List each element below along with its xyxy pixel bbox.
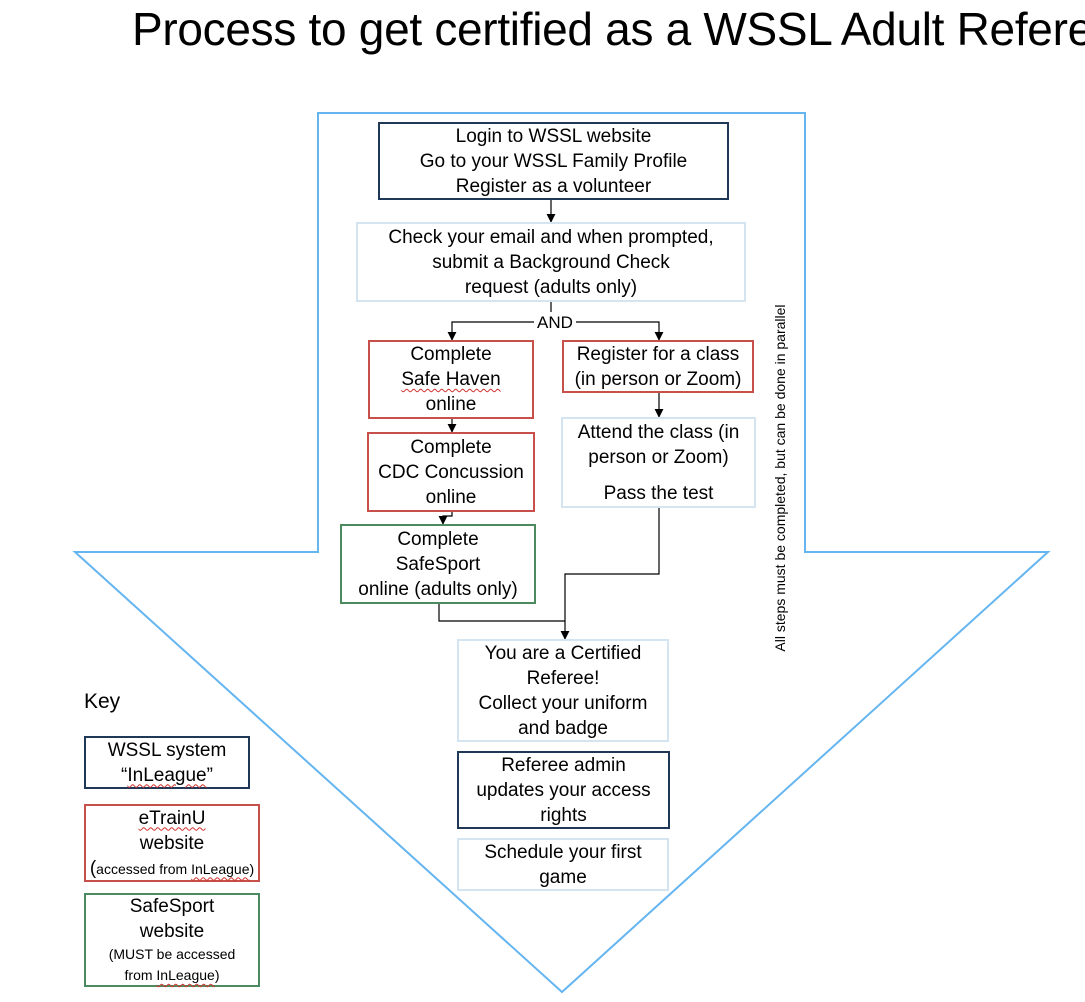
step-login-register-volunteer: Login to WSSL website Go to your WSSL Fa… — [378, 122, 729, 200]
connector-cdc-safesport — [438, 511, 453, 525]
step-safesport: Complete SafeSport online (adults only) — [340, 524, 536, 604]
step-background-check: Check your email and when prompted, subm… — [356, 222, 746, 302]
diagram-title: Process to get certified as a WSSL Adult… — [132, 3, 1085, 55]
and-label: AND — [534, 312, 576, 334]
key-etrainu: eTrainU website (accessed from InLeague) — [84, 804, 260, 882]
key-safesport: SafeSport website (MUST be accessed from… — [84, 893, 260, 987]
connector-attend-certified — [560, 507, 660, 640]
parallel-steps-note: All steps must be completed, but can be … — [772, 304, 788, 652]
step-referee-admin: Referee admin updates your access rights — [457, 751, 670, 829]
step-certified-referee: You are a Certified Referee! Collect you… — [457, 639, 669, 742]
step-schedule-game: Schedule your first game — [457, 838, 669, 891]
connector-and-safehaven — [447, 321, 534, 341]
step-cdc-concussion: Complete CDC Concussion online — [367, 432, 535, 512]
connector-safesport-certified — [438, 603, 565, 622]
step-safe-haven: Complete Safe Haven online — [368, 340, 534, 419]
connector-and-register — [576, 321, 664, 341]
key-title: Key — [84, 690, 121, 713]
big-down-arrow — [72, 112, 1051, 994]
step-attend-class: Attend the class (in person or Zoom) Pas… — [561, 417, 756, 508]
step-register-class: Register for a class (in person or Zoom) — [562, 340, 754, 393]
key-wssl-system: WSSL system “InLeague” — [84, 736, 250, 789]
